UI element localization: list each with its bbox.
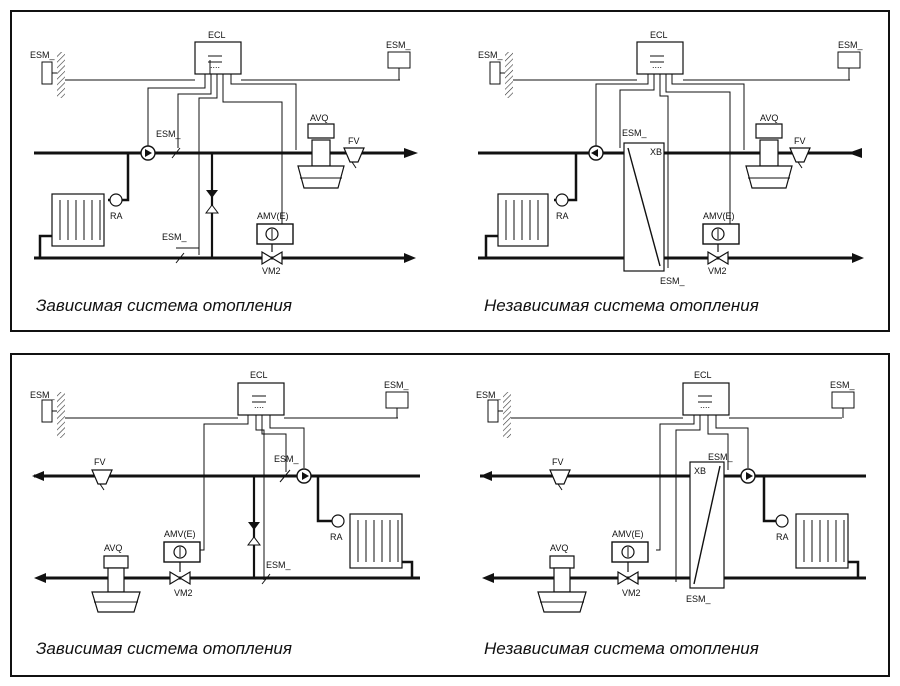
ra-label: RA [556, 211, 569, 221]
ra-valve-icon [109, 193, 123, 207]
amv-label: AMV(E) [257, 211, 289, 221]
vm2-valve-icon [617, 570, 639, 586]
esm-label: ESM_ [838, 40, 864, 50]
esm-label: ESM_ [30, 50, 56, 60]
vm2-label: VM2 [708, 266, 727, 276]
esm-label: ESM_ [386, 40, 412, 50]
bottom-panel [10, 353, 890, 677]
radiator-icon [349, 513, 403, 569]
ecl-label: ECL [208, 30, 226, 40]
outdoor-sensor-icon [487, 399, 499, 423]
avq-label: AVQ [550, 543, 568, 553]
filter-icon [549, 469, 571, 485]
ecl-label: ECL [650, 30, 668, 40]
labels-independent-top: ECL ESM_ ESM_ ESM_ ESM_ XB AVQ FV RA AMV… [478, 30, 864, 315]
xb-label: XB [650, 147, 662, 157]
room-sensor-icon [831, 391, 855, 409]
esm-label: ESM_ [478, 50, 504, 60]
vm2-valve-icon [707, 250, 729, 266]
vm2-valve-icon [169, 570, 191, 586]
room-sensor-icon [837, 51, 861, 69]
esm-label: ESM_ [384, 380, 410, 390]
amv-label: AMV(E) [164, 529, 196, 539]
room-sensor-icon [385, 391, 409, 409]
filter-icon [789, 147, 811, 163]
esm-label: ESM_ [476, 390, 502, 400]
ra-label: RA [330, 532, 343, 542]
ra-valve-icon [775, 514, 789, 528]
diagram-dependent-bottom: .... [32, 382, 420, 613]
fv-label: FV [552, 457, 564, 467]
ecl-controller-icon [194, 41, 242, 75]
ecl-controller-icon [237, 382, 285, 416]
caption-independent: Независимая система отопления [484, 639, 759, 658]
fv-label: FV [94, 457, 106, 467]
outdoor-sensor-icon [41, 61, 53, 85]
amv-label: AMV(E) [612, 529, 644, 539]
vm2-label: VM2 [622, 588, 641, 598]
ra-label: RA [110, 211, 123, 221]
ecl-label: ECL [694, 370, 712, 380]
avq-label: AVQ [760, 113, 778, 123]
esm-label: ESM_ [274, 454, 300, 464]
ra-valve-icon [555, 193, 569, 207]
vm2-label: VM2 [174, 588, 193, 598]
caption-independent: Независимая система отопления [484, 296, 759, 315]
esm-label: ESM_ [156, 129, 182, 139]
fv-label: FV [794, 136, 806, 146]
ra-valve-icon [331, 514, 345, 528]
avq-valve-icon [307, 123, 335, 139]
fv-label: FV [348, 136, 360, 146]
esm-label: ESM_ [830, 380, 856, 390]
esm-label: ESM_ [660, 276, 686, 286]
amv-label: AMV(E) [703, 211, 735, 221]
outdoor-sensor-icon [41, 399, 53, 423]
ecl-label: ECL [250, 370, 268, 380]
wall-hatch [57, 52, 65, 98]
avq-label: AVQ [104, 543, 122, 553]
vm2-label: VM2 [262, 266, 281, 276]
esm-label: ESM_ [708, 452, 734, 462]
svg-text:....: .... [210, 60, 220, 70]
ecl-controller-icon [682, 382, 730, 416]
avq-valve-icon [103, 555, 129, 569]
diagram-independent-bottom: .... [480, 382, 866, 613]
caption-dependent: Зависимая система отопления [36, 296, 292, 315]
svg-text:....: .... [700, 400, 710, 410]
diagram-dependent-top: .... [34, 41, 418, 266]
svg-text:....: .... [254, 400, 264, 410]
esm-label: ESM_ [266, 560, 292, 570]
esm-label: ESM_ [30, 390, 56, 400]
avq-label: AVQ [310, 113, 328, 123]
esm-label: ESM_ [622, 128, 648, 138]
supply-sensor-icon [171, 147, 181, 159]
avq-valve-icon [549, 555, 575, 569]
radiator-icon [51, 193, 105, 247]
vm2-valve-icon [261, 250, 283, 266]
labels-dependent-top: ECL ESM_ ESM_ ESM_ ESM_ AVQ FV RA AMV(E)… [30, 30, 412, 315]
outdoor-sensor-icon [489, 61, 501, 85]
room-sensor-icon [387, 51, 411, 69]
labels-independent-bottom: ECL ESM_ ESM_ ESM_ ESM_ XB FV RA AMV(E) … [476, 370, 856, 658]
avq-valve-icon [755, 123, 783, 139]
ra-label: RA [776, 532, 789, 542]
esm-label: ESM_ [686, 594, 712, 604]
top-panel [10, 10, 890, 332]
svg-text:....: .... [652, 60, 662, 70]
labels-dependent-bottom: ECL ESM_ ESM_ ESM_ ESM_ FV RA AMV(E) VM2… [30, 370, 410, 658]
return-sensor-icon [175, 252, 185, 264]
caption-dependent: Зависимая система отопления [36, 639, 292, 658]
radiator-icon [795, 513, 849, 569]
esm-label: ESM_ [162, 232, 188, 242]
filter-icon [91, 469, 113, 485]
diagram-independent-top: .... [478, 41, 864, 272]
filter-icon [343, 147, 365, 163]
xb-label: XB [694, 466, 706, 476]
